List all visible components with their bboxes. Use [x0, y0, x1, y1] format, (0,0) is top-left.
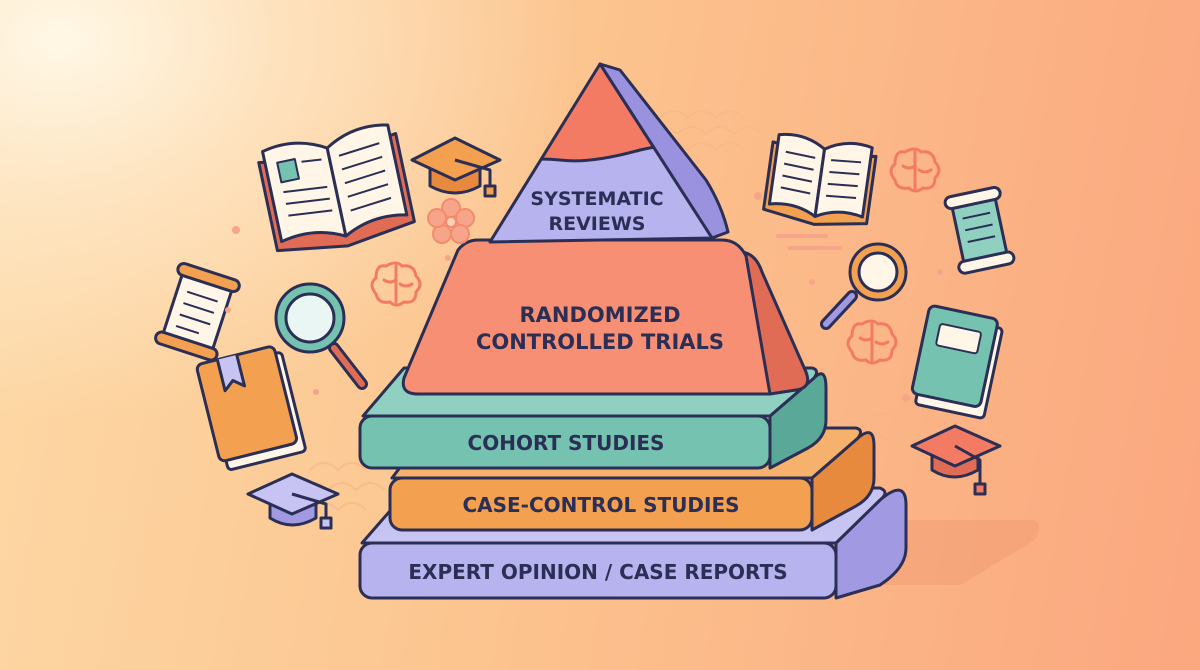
closed-book-icon — [910, 304, 1004, 420]
tier-1-label-line-2: REVIEWS — [548, 213, 645, 235]
closed-book-icon — [195, 345, 307, 471]
tier-2-label-line-1: RANDOMIZED — [520, 303, 681, 327]
tier-2-label-line-2: CONTROLLED TRIALS — [476, 330, 724, 354]
tier-1-label-line-1: SYSTEMATIC — [530, 188, 663, 210]
decorative-dashes — [776, 234, 842, 250]
brain-icon — [889, 147, 941, 193]
brain-icon — [370, 261, 422, 307]
graduation-cap-icon — [410, 136, 502, 198]
brain-icon — [846, 319, 898, 365]
magnifier-icon — [274, 282, 368, 390]
tier-3-label: COHORT STUDIES — [468, 431, 665, 455]
scroll-icon — [943, 185, 1016, 275]
scroll-icon — [154, 262, 241, 362]
magnifier-icon — [820, 242, 908, 330]
graduation-cap-icon — [246, 472, 340, 530]
tier-systematic-reviews — [488, 62, 730, 244]
decorative-dots — [225, 192, 943, 402]
blossom-icon — [427, 198, 475, 244]
open-book-icon — [257, 123, 416, 253]
tier-5-label: EXPERT OPINION / CASE REPORTS — [408, 560, 787, 584]
open-book-icon — [762, 132, 878, 226]
tier-4-label: CASE-CONTROL STUDIES — [462, 493, 739, 517]
graduation-cap-icon — [910, 424, 1002, 496]
tier-randomized-controlled-trials — [401, 238, 810, 396]
